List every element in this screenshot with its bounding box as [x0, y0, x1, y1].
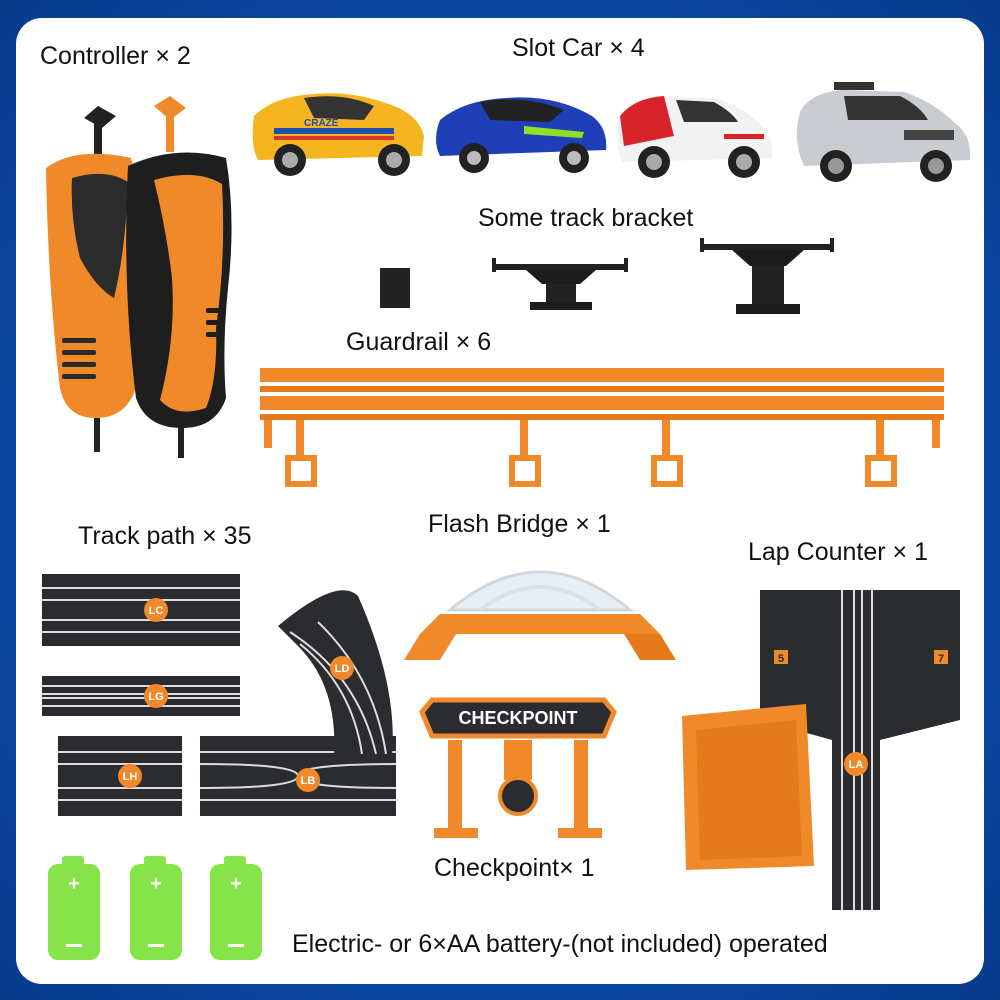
track-lg — [42, 676, 240, 716]
checkpoint-sign-text: CHECKPOINT — [458, 708, 577, 728]
badge-ld: LD — [335, 663, 350, 675]
yellow-car: CRAZE — [252, 93, 424, 176]
lap-digit-right: 7 — [938, 653, 944, 665]
controller-label: Controller × 2 — [40, 42, 191, 70]
checkpoint-gate-image: CHECKPOINT — [419, 697, 617, 838]
lap-counter-image: 5 7 LA — [682, 590, 960, 910]
svg-text:+: + — [68, 873, 80, 895]
bracket-small — [380, 268, 410, 308]
lap-counter-label: Lap Counter × 1 — [748, 538, 928, 566]
bracket-tall — [700, 238, 834, 314]
flash-bridge-label: Flash Bridge × 1 — [428, 510, 611, 538]
slot-car-label: Slot Car × 4 — [512, 34, 645, 62]
battery-icon: + — [48, 856, 100, 960]
lap-digit-left: 5 — [778, 653, 784, 665]
controllers-image — [46, 96, 232, 458]
battery-icon: + — [130, 856, 182, 960]
track-brackets-image — [380, 238, 834, 314]
badge-lg: LG — [148, 691, 163, 703]
car-decal-text: CRAZE — [304, 118, 339, 129]
svg-text:+: + — [230, 873, 242, 895]
bracket-medium — [492, 258, 628, 310]
grey-truck — [796, 82, 971, 182]
battery-icon: + — [210, 856, 262, 960]
badge-lc: LC — [149, 605, 164, 617]
badge-lh: LH — [123, 771, 138, 783]
flash-bridge-image — [404, 570, 676, 660]
slot-cars-image: CRAZE — [252, 82, 971, 182]
checkpoint-label: Checkpoint× 1 — [434, 854, 595, 882]
track-path-label: Track path × 35 — [78, 522, 252, 550]
svg-text:+: + — [150, 873, 162, 895]
track-lc — [42, 574, 240, 646]
blue-car — [436, 97, 607, 173]
content-panel: Controller × 2 Slot Car × 4 Some track b… — [16, 18, 984, 984]
badge-la: LA — [849, 759, 864, 771]
badge-lb: LB — [301, 775, 316, 787]
track-pieces-image: LC LG LH LB LD — [42, 574, 397, 816]
red-white-car — [617, 96, 773, 178]
guardrail-image — [260, 368, 944, 487]
battery-note: Electric- or 6×AA battery-(not included)… — [292, 930, 828, 958]
bracket-label: Some track bracket — [478, 204, 694, 232]
batteries-image: + + + — [48, 856, 262, 960]
guardrail-label: Guardrail × 6 — [346, 328, 492, 356]
